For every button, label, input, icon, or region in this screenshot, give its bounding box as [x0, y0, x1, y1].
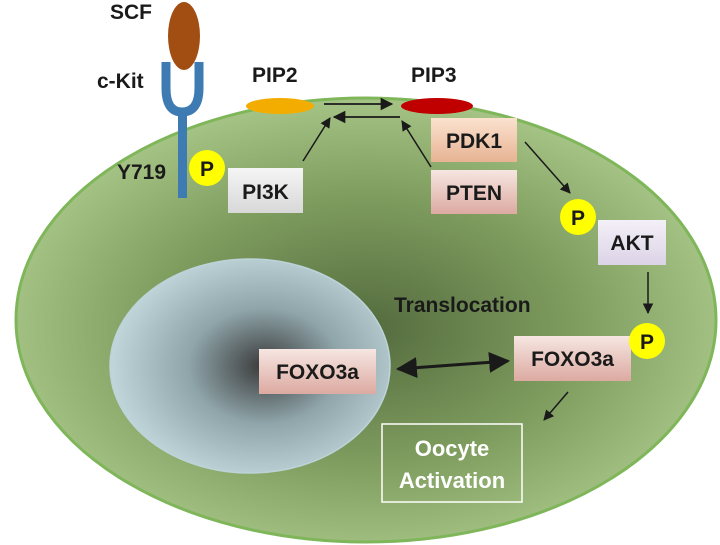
pip2-icon: [246, 98, 314, 114]
translocation-label: Translocation: [394, 294, 531, 317]
pip2-label: PIP2: [252, 64, 298, 87]
foxo3a-cytoplasm-box: [514, 336, 631, 381]
phosphate-akt-symbol: P: [571, 207, 585, 230]
pi3k-label: PI3K: [242, 181, 289, 204]
akt-box: [598, 220, 666, 265]
phosphate-y719-symbol: P: [200, 158, 214, 181]
pi3k-box: [228, 168, 303, 213]
foxo3a-nucleus-label: FOXO3a: [276, 361, 359, 384]
pdk1-to-akt-arrow: [524, 141, 571, 194]
translocation-arrow: [395, 351, 511, 379]
pten-box: [431, 170, 517, 214]
pip3-label: PIP3: [411, 64, 457, 87]
foxo3a-cytoplasm-label: FOXO3a: [531, 348, 614, 371]
ckit-label: c-Kit: [97, 70, 144, 93]
pip3-icon: [401, 98, 473, 114]
oocyte-activation-box: [381, 423, 523, 503]
phosphate-foxo3a-symbol: P: [640, 331, 654, 354]
c-kit-receptor-icon: [161, 62, 204, 198]
scf-ligand-icon: [168, 2, 200, 70]
phosphate-akt-icon: [560, 199, 596, 235]
pten-inhibition-arrow: [401, 120, 432, 168]
scf-label: SCF: [110, 1, 152, 24]
nucleus: [109, 258, 391, 474]
y719-label: Y719: [117, 161, 166, 184]
foxo3a-to-activation-arrow: [543, 391, 569, 421]
phosphate-foxo3a-icon: [629, 323, 665, 359]
pdk1-box: [431, 118, 517, 162]
pi3k-activation-arrow: [302, 117, 331, 162]
foxo3a-nucleus-box: [259, 349, 376, 394]
pten-label: PTEN: [446, 182, 502, 205]
phosphate-y719-icon: [189, 150, 225, 186]
oocyte-activation-line1: Oocyte: [415, 436, 490, 461]
oocyte-activation-line2: Activation: [399, 468, 505, 493]
akt-label: AKT: [610, 232, 653, 255]
pdk1-label: PDK1: [446, 130, 502, 153]
